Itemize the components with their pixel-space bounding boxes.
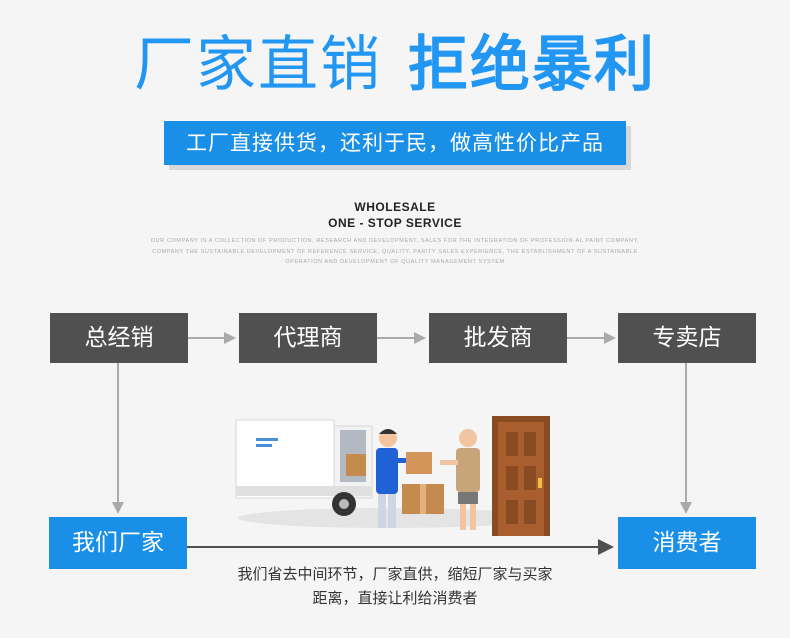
box-our-factory: 我们厂家 <box>49 517 187 569</box>
service-title-line-1: WHOLESALE <box>354 200 436 214</box>
headline-part-2: 拒绝暴利 <box>408 30 656 100</box>
arrow-head-down-right <box>680 502 692 514</box>
arrow-head-3 <box>604 332 616 344</box>
box-general-distributor: 总经销 <box>50 313 188 363</box>
headline-part-1: 厂家直销 <box>134 30 382 100</box>
service-description: OUR COMPANY IS A COLLECTION OF PRODUCTIO… <box>150 238 640 265</box>
delivery-illustration <box>235 416 550 536</box>
box-consumer: 消费者 <box>618 517 756 569</box>
flow-caption: 我们省去中间环节，厂家直供，缩短厂家与买家 距离，直接让利给消费者 <box>190 562 600 610</box>
box-agent: 代理商 <box>239 313 377 363</box>
subtitle-banner: 工厂直接供货，还利于民，做高性价比产品 <box>164 121 626 165</box>
box-in-truck <box>346 454 366 476</box>
caption-line-2: 距离，直接让利给消费者 <box>312 589 478 607</box>
customer-icon <box>440 429 480 530</box>
arrow-head-1 <box>224 332 236 344</box>
caption-line-1: 我们省去中间环节，厂家直供，缩短厂家与买家 <box>237 565 553 583</box>
arrow-head-2 <box>414 332 426 344</box>
page-headline: 厂家直销拒绝暴利 <box>0 28 790 102</box>
service-title-line-2: ONE - STOP SERVICE <box>328 216 462 230</box>
box-store: 专卖店 <box>618 313 756 363</box>
direct-arrow-head <box>598 539 614 555</box>
door-icon <box>492 416 550 536</box>
arrow-head-down-left <box>112 502 124 514</box>
box-wholesaler: 批发商 <box>429 313 567 363</box>
package-icon <box>402 452 444 514</box>
